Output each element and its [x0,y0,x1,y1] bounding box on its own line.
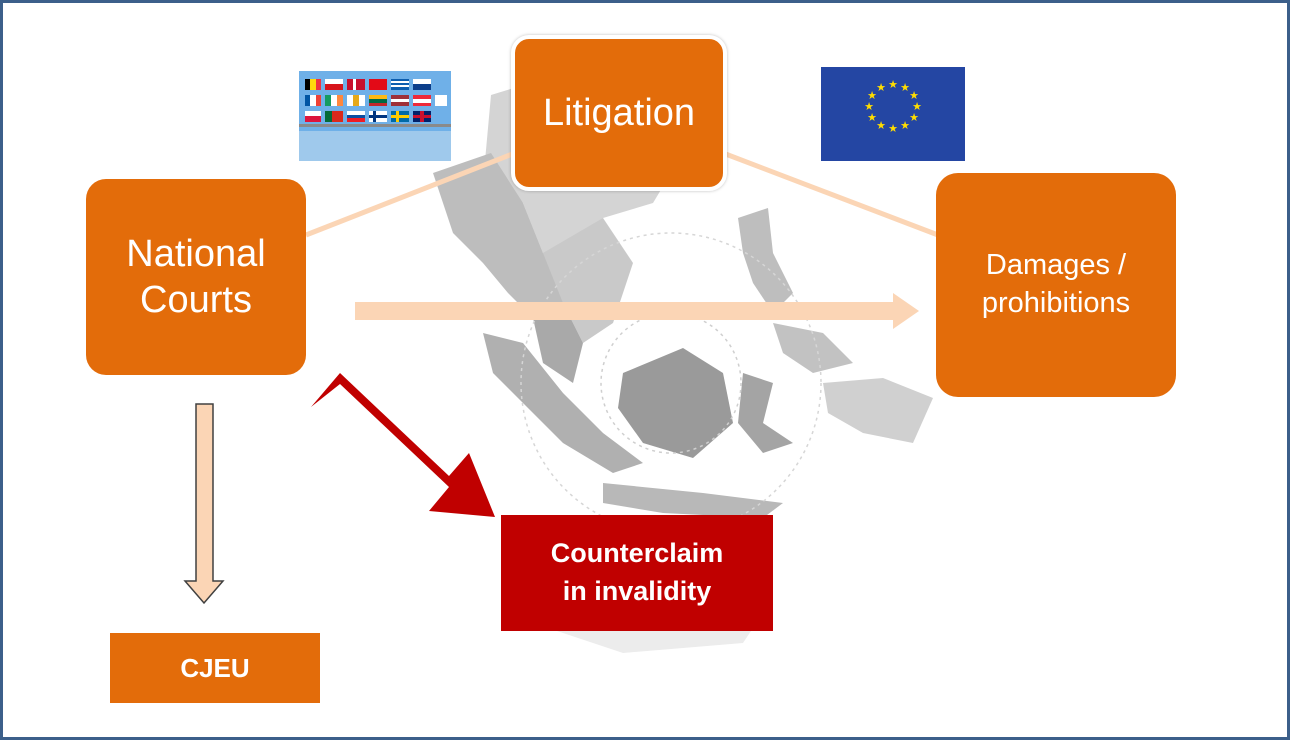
svg-text:★: ★ [912,100,922,113]
counterclaim-label: Counterclaim in invalidity [550,538,724,606]
litigation-label: Litigation [542,91,696,134]
svg-text:★: ★ [876,81,886,94]
svg-text:★: ★ [909,111,919,124]
national-courts-box: National Courts [86,179,306,375]
national-courts-label: National Courts [126,232,266,321]
svg-text:★: ★ [864,100,874,113]
svg-text:★: ★ [867,111,877,124]
arrow-to-counterclaim [311,373,495,517]
connector-line-litigation-national [305,150,516,238]
svg-text:★: ★ [867,89,877,102]
member-state-flags-image [299,71,451,161]
arrow-to-damages [355,293,919,329]
svg-text:★: ★ [888,78,898,91]
litigation-box: Litigation [511,35,727,191]
cjeu-box: CJEU [110,633,320,703]
svg-text:★: ★ [900,119,910,132]
svg-text:★: ★ [909,89,919,102]
cjeu-label: CJEU [180,652,250,683]
arrow-to-cjeu [183,403,225,605]
counterclaim-box: Counterclaim in invalidity [501,515,773,631]
svg-text:★: ★ [876,119,886,132]
svg-text:★: ★ [900,81,910,94]
svg-text:★: ★ [888,122,898,135]
eu-flag-image: ★ ★ ★ ★ ★ ★ ★ ★ ★ ★ ★ ★ [821,67,965,161]
connector-line-litigation-damages [722,150,939,238]
damages-prohibitions-label: Damages / prohibitions [981,249,1131,319]
damages-prohibitions-box: Damages / prohibitions [936,173,1176,397]
